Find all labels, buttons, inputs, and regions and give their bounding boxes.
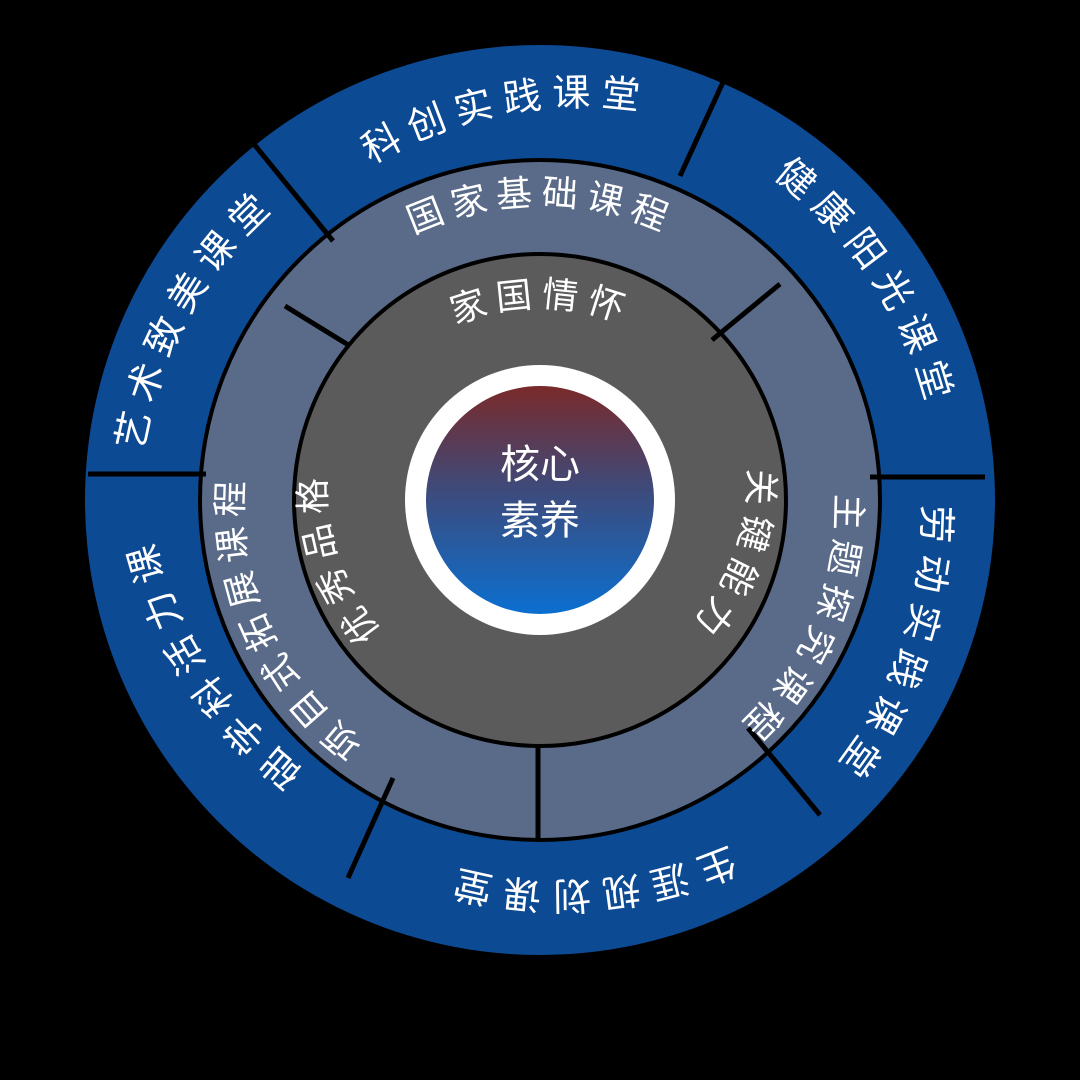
middle-divider (710, 282, 782, 342)
core-circle (426, 386, 654, 614)
core-label-line1: 核心 (500, 442, 580, 488)
middle-divider (283, 303, 352, 349)
outer-divider (345, 776, 396, 880)
core-label-line2: 素养 (500, 498, 580, 544)
outer-divider (251, 141, 335, 243)
outer-divider (677, 78, 727, 178)
outer-ring-dividers (88, 78, 985, 880)
middle-ring-dividers (283, 282, 782, 840)
outer-divider (746, 726, 822, 817)
